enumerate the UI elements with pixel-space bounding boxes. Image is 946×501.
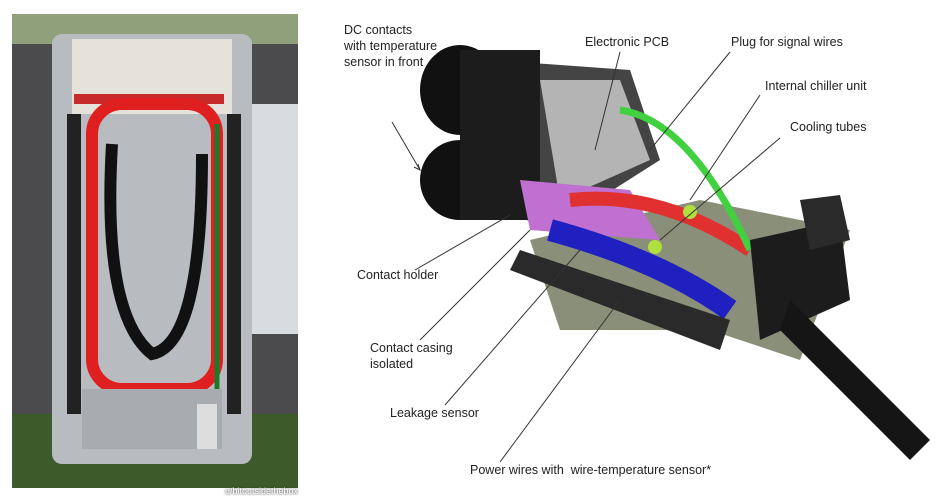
label-contact-casing: Contact casing isolated bbox=[370, 340, 453, 372]
label-line: sensor in front bbox=[344, 55, 424, 69]
label-line: isolated bbox=[370, 357, 414, 371]
label-line: Contact casing bbox=[370, 341, 453, 355]
label-line: DC contacts bbox=[344, 23, 413, 37]
connector-cutaway-diagram: DC contacts with temperature sensor in f… bbox=[330, 0, 946, 501]
label-internal-chiller: Internal chiller unit bbox=[765, 79, 867, 93]
label-power-wires: Power wires with wire-temperature sensor… bbox=[470, 463, 712, 477]
label-contact-holder: Contact holder bbox=[357, 268, 439, 282]
label-leakage-sensor: Leakage sensor bbox=[390, 406, 479, 420]
label-cooling-tubes: Cooling tubes bbox=[790, 120, 867, 134]
label-line: with temperature bbox=[344, 39, 438, 53]
label-electronic-pcb: Electronic PCB bbox=[585, 35, 670, 49]
photo-watermark: u/bitoutsidethebox bbox=[225, 486, 299, 496]
label-dc-contacts: DC contacts with temperature sensor in f… bbox=[344, 22, 437, 70]
charger-internals-photo: u/bitoutsidethebox bbox=[12, 14, 298, 496]
label-plug-signal-wires: Plug for signal wires bbox=[731, 35, 843, 49]
